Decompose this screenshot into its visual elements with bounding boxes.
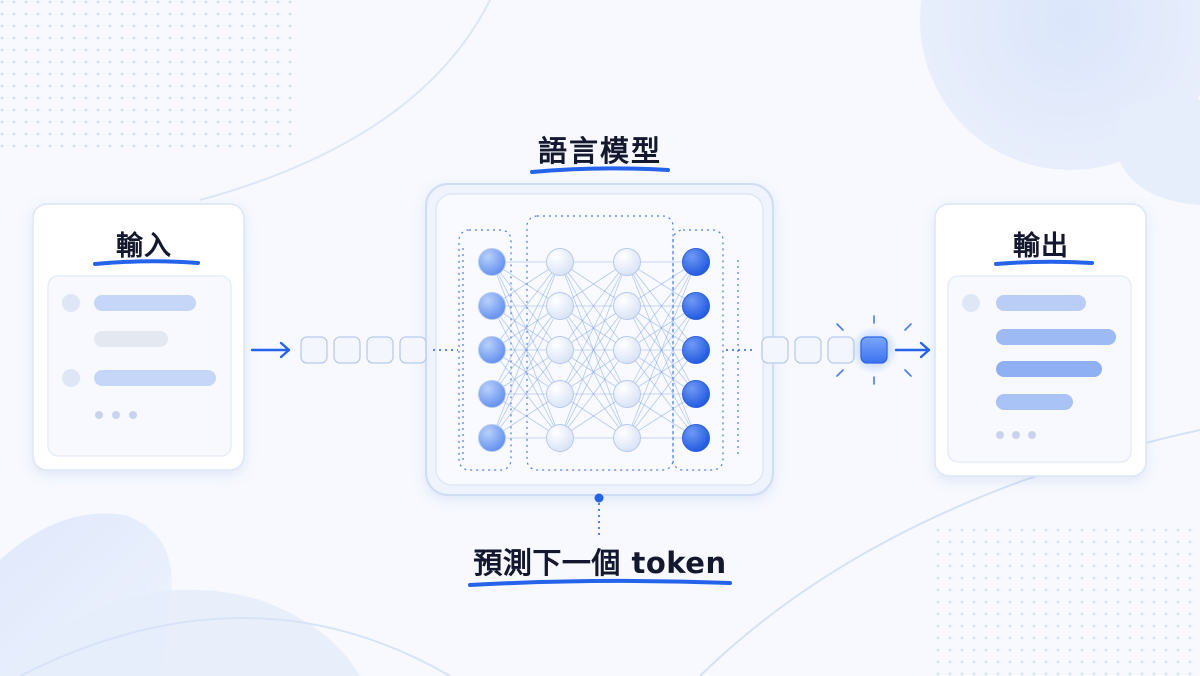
caption-underline xyxy=(468,578,732,587)
network-node xyxy=(682,380,710,408)
network-node xyxy=(682,292,710,320)
network-edge xyxy=(626,261,697,395)
caption: 預測下一個 token xyxy=(473,546,727,580)
model-title-underline xyxy=(530,166,670,174)
network-edge xyxy=(491,261,561,351)
arrow-out-of-model xyxy=(894,341,931,359)
network-node xyxy=(682,248,710,276)
network-node xyxy=(478,424,506,452)
network-node xyxy=(613,380,641,408)
input-card-content xyxy=(47,275,232,457)
network-edge xyxy=(559,261,628,351)
network-node xyxy=(682,336,710,364)
token-box xyxy=(761,336,789,364)
network-node xyxy=(546,292,574,320)
predicted-token xyxy=(860,336,888,364)
caption-connector xyxy=(594,493,604,538)
model-title: 語言模型 xyxy=(537,134,662,168)
network-node xyxy=(546,424,574,452)
network-edge xyxy=(491,261,561,395)
input-label-underline xyxy=(93,259,200,266)
network-node xyxy=(613,424,641,452)
network-edge xyxy=(491,305,561,439)
output-card-content xyxy=(947,275,1132,463)
network-edge xyxy=(559,305,628,439)
network-edge xyxy=(559,261,628,439)
network-edge xyxy=(626,261,697,439)
network-edge xyxy=(626,305,697,439)
network-node xyxy=(478,380,506,408)
sparkle-mark xyxy=(904,369,912,377)
arrow-into-model xyxy=(250,341,291,359)
sparkle-mark xyxy=(904,323,912,331)
network-node xyxy=(613,336,641,364)
token-box xyxy=(366,336,394,364)
token-box xyxy=(399,336,427,364)
network-node xyxy=(546,380,574,408)
token-box xyxy=(300,336,328,364)
network-node xyxy=(546,336,574,364)
network-node xyxy=(613,248,641,276)
network-node xyxy=(613,292,641,320)
input-token-row xyxy=(300,336,427,364)
input-label: 輸入 xyxy=(116,231,172,262)
network-edge xyxy=(559,261,628,395)
output-label-underline xyxy=(994,259,1094,266)
output-label: 輸出 xyxy=(1013,231,1069,262)
token-box xyxy=(794,336,822,364)
sparkle-mark xyxy=(836,369,844,377)
token-box xyxy=(333,336,361,364)
network-node xyxy=(478,248,506,276)
network-edge xyxy=(626,261,697,351)
network-edge xyxy=(626,349,697,439)
network-node xyxy=(478,292,506,320)
output-token-row xyxy=(761,315,912,385)
network-node xyxy=(682,424,710,452)
network-nodes xyxy=(478,248,710,452)
network-node xyxy=(546,248,574,276)
network-edge xyxy=(559,349,628,439)
sparkle-mark xyxy=(836,323,844,331)
network-edge xyxy=(491,349,561,439)
network-edge xyxy=(491,261,561,439)
network-node xyxy=(478,336,506,364)
